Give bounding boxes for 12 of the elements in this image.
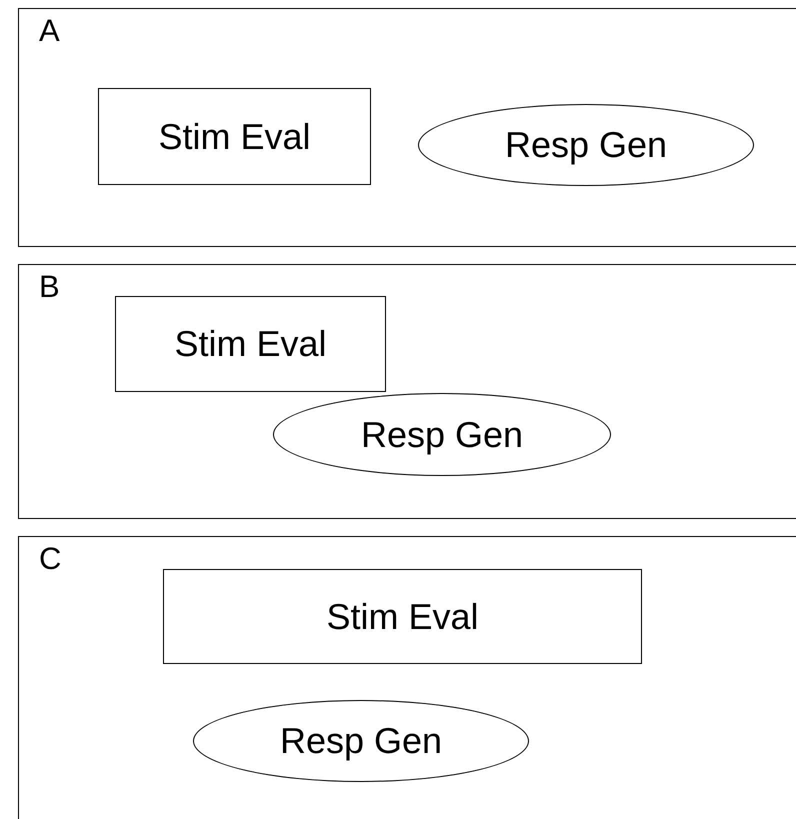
panel-letter: A [39, 15, 60, 46]
process-box: Stim Eval [163, 569, 642, 664]
panel-frame [18, 264, 796, 519]
ellipse-node: Resp Gen [418, 104, 754, 186]
process-box: Stim Eval [98, 88, 371, 185]
process-box: Stim Eval [115, 296, 386, 392]
panel-letter: C [39, 543, 62, 574]
panel-frame [18, 8, 796, 247]
panel-letter: B [39, 271, 60, 302]
ellipse-node: Resp Gen [273, 393, 611, 476]
panel-frame [18, 536, 796, 819]
ellipse-node: Resp Gen [193, 700, 529, 782]
